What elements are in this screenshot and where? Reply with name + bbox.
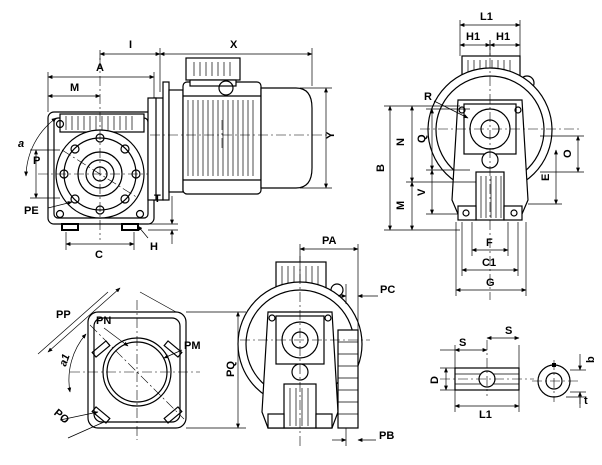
label-PA: PA [322,235,337,247]
output-flange-view [37,287,246,440]
label-PB: PB [379,430,394,442]
shaft-detail [440,336,586,412]
gearbox-rear-view [237,244,378,446]
label-H1-right: H1 [496,31,510,43]
label-Q: Q [416,134,428,143]
label-PQ: PQ [225,361,237,377]
label-B: B [375,164,387,172]
label-O: O [562,149,574,158]
label-Y: Y [325,131,337,139]
label-S-left: S [459,337,466,349]
label-PN: PN [96,315,111,327]
label-N: N [395,138,407,146]
label-t: t [584,395,588,407]
label-M-top: M [70,82,79,94]
rear-view-labels: PA PC PB [322,235,395,442]
label-D: D [429,376,441,384]
label-H: H [150,241,158,253]
label-L1-bottom: L1 [479,409,492,421]
front-view-labels: I X A M a P Y PE T C H [18,39,337,261]
label-C: C [95,249,103,261]
label-PE: PE [24,205,39,217]
gearmotor-front-view [24,48,332,250]
label-G: G [486,277,495,289]
label-I: I [129,39,132,51]
label-S-right: S [505,325,512,337]
label-a1: a1 [57,352,72,368]
label-PM: PM [184,340,201,352]
label-M-side: M [395,201,407,210]
label-P: P [33,155,40,167]
label-b: b [585,356,597,363]
side-view-labels: L1 H1 H1 R B N Q O E M V F C1 G [375,11,574,289]
label-PC: PC [380,284,395,296]
label-PP: PP [56,309,71,321]
label-A: A [96,62,104,74]
label-a: a [18,138,24,150]
label-F: F [486,237,493,249]
label-C1: C1 [482,257,496,269]
label-R: R [424,91,432,103]
label-V: V [416,188,428,196]
label-X: X [230,39,238,51]
label-E: E [540,174,552,181]
label-T: T [154,193,161,205]
shaft-detail-labels: S S D L1 b t [429,325,597,421]
label-L1-top: L1 [480,11,493,23]
label-H1-left: H1 [466,31,480,43]
gearbox-side-view [384,20,584,300]
label-PO: PO [51,407,71,427]
